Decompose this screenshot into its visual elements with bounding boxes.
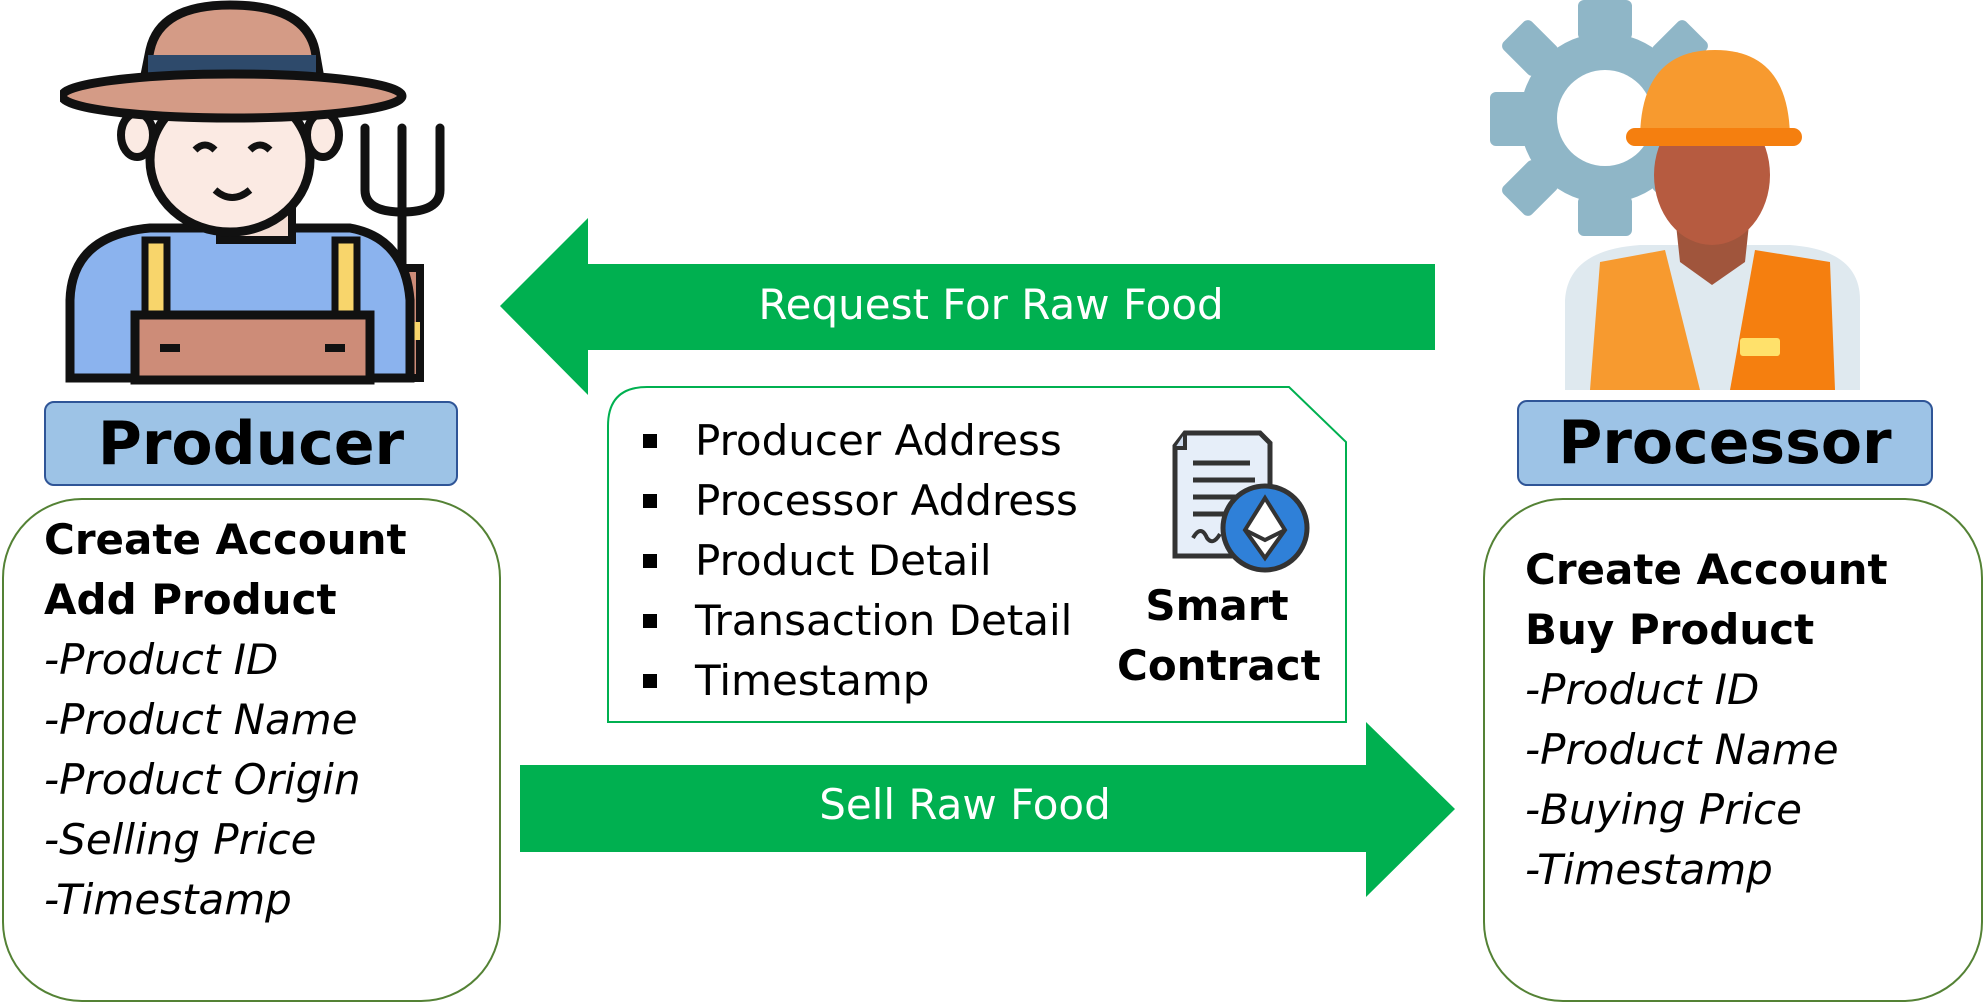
producer-line: Create Account <box>44 515 407 564</box>
sell-arrow-label: Sell Raw Food <box>819 780 1111 829</box>
worker-icon <box>1490 0 1860 390</box>
smart-contract-label-line2: Contract <box>1117 641 1321 690</box>
smart-contract-label-line1: Smart <box>1145 581 1289 630</box>
contract-item: Processor Address <box>695 476 1078 525</box>
producer-line: -Product Name <box>44 695 358 744</box>
contract-item: Transaction Detail <box>695 596 1073 645</box>
producer-line: Add Product <box>44 575 337 624</box>
producer-line: -Product ID <box>44 635 279 684</box>
processor-label: Processor <box>1517 400 1933 486</box>
processor-line: -Product ID <box>1525 665 1760 714</box>
producer-line: -Product Origin <box>44 755 361 804</box>
contract-item: Timestamp <box>695 656 930 705</box>
processor-line: Buy Product <box>1525 605 1815 654</box>
producer-line: -Timestamp <box>44 875 292 924</box>
processor-label-text: Processor <box>1558 408 1892 478</box>
smart-contract-box: Producer Address Processor Address Produ… <box>607 386 1347 723</box>
farmer-icon <box>60 0 445 385</box>
processor-line: -Timestamp <box>1525 845 1773 894</box>
processor-line: -Product Name <box>1525 725 1839 774</box>
processor-line: Create Account <box>1525 545 1888 594</box>
processor-line: -Buying Price <box>1525 785 1802 834</box>
request-arrow <box>500 218 1435 395</box>
processor-details-box: Create Account Buy Product -Product ID -… <box>1483 498 1983 1002</box>
producer-details-box: Create Account Add Product -Product ID -… <box>2 498 501 1002</box>
ethereum-icon <box>1220 483 1310 573</box>
contract-item: Product Detail <box>695 536 992 585</box>
producer-line: -Selling Price <box>44 815 317 864</box>
sell-arrow <box>520 722 1455 897</box>
contract-document-icon <box>1172 430 1310 573</box>
smart-contract-label: Smart Contract <box>1117 576 1321 696</box>
producer-label-text: Producer <box>97 408 405 479</box>
producer-label: Producer <box>44 401 458 486</box>
contract-item: Producer Address <box>695 416 1062 465</box>
request-arrow-label: Request For Raw Food <box>758 280 1224 329</box>
